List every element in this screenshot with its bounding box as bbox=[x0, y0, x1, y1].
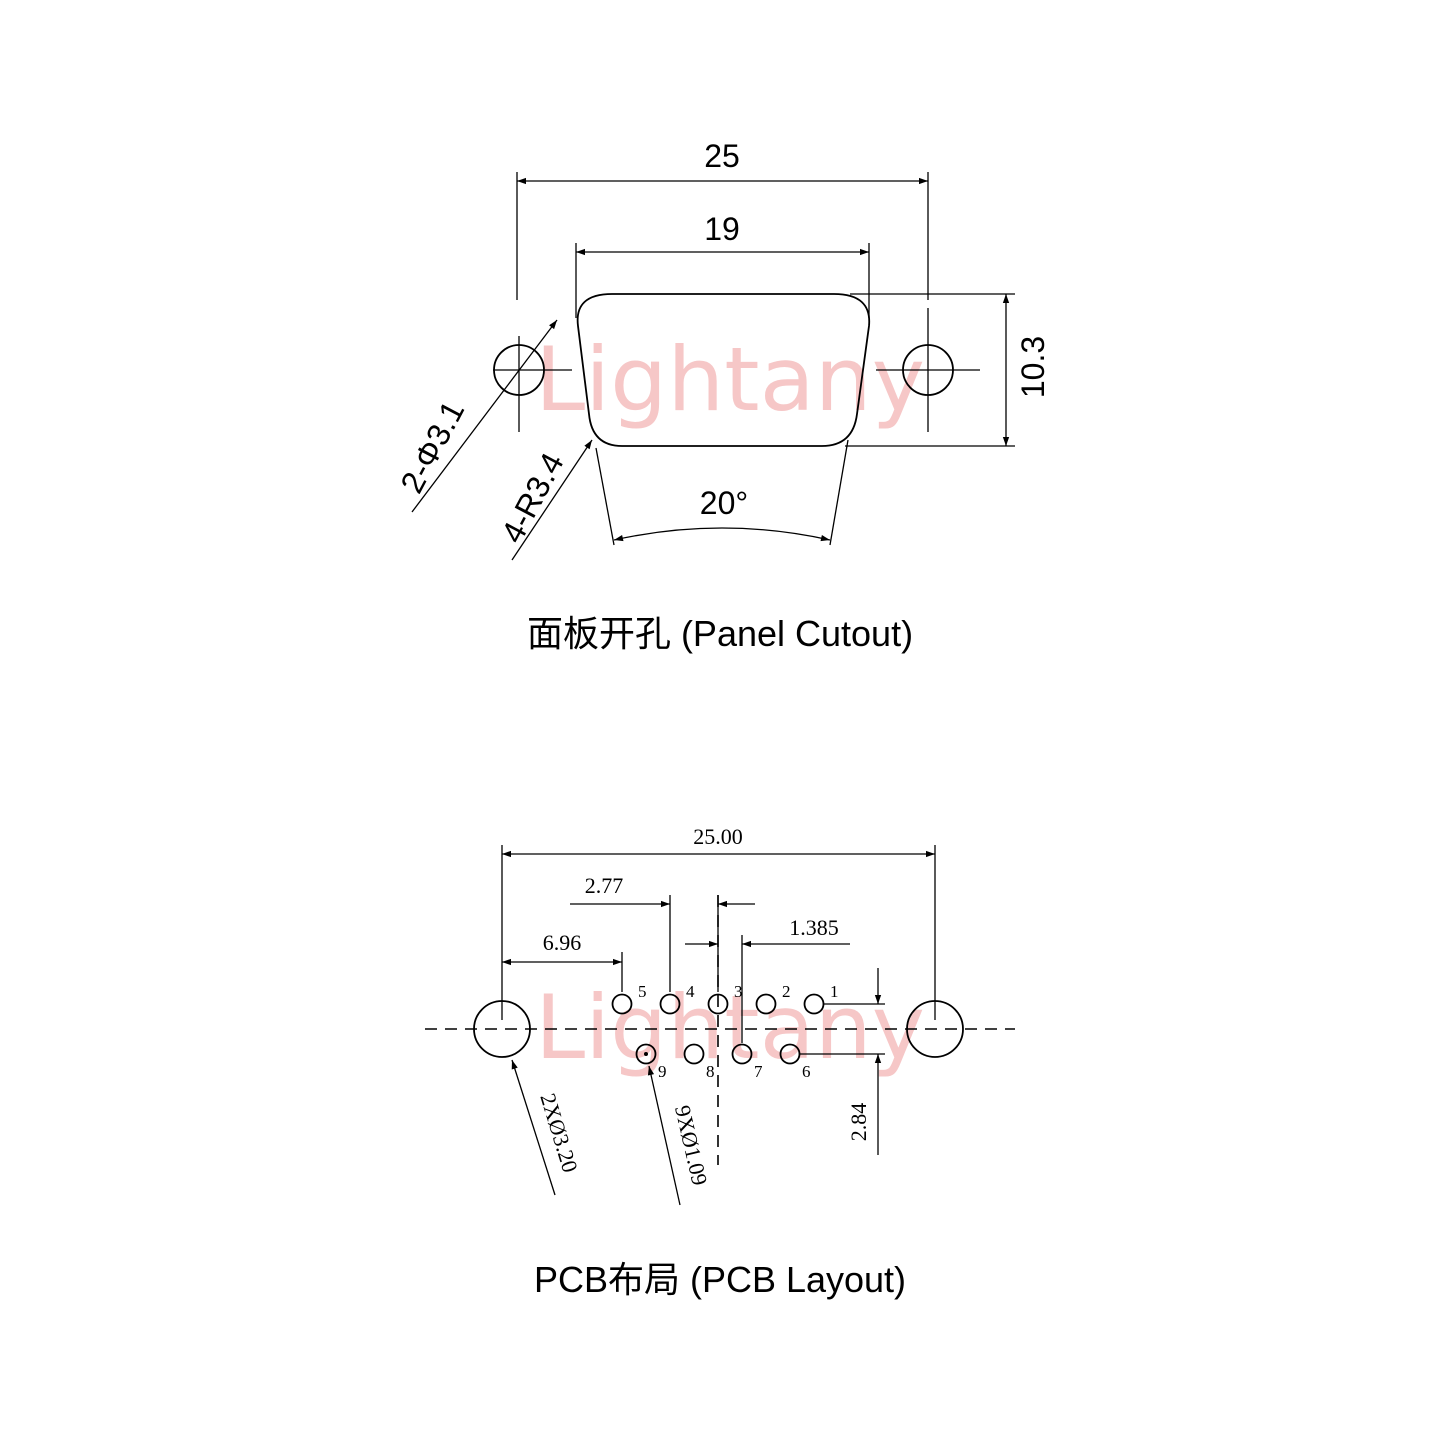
dim-panel-corner-radius: 4-R3.4 bbox=[494, 447, 571, 549]
pcb-layout-caption: PCB布局 (PCB Layout) bbox=[534, 1259, 906, 1300]
watermark-panel: Lightany bbox=[535, 328, 925, 431]
pin-8 bbox=[683, 1043, 705, 1065]
pin-label-3: 3 bbox=[734, 982, 743, 1001]
dim-panel-width-total: 25 bbox=[704, 138, 740, 174]
dim-pcb-edge-to-pin: 6.96 bbox=[543, 930, 582, 955]
pin-9 bbox=[635, 1043, 657, 1065]
dim-pcb-mount-spacing: 25.00 bbox=[693, 824, 743, 849]
pin-3 bbox=[707, 993, 729, 1015]
dim-pcb-half-pitch: 1.385 bbox=[789, 915, 839, 940]
pin-label-5: 5 bbox=[638, 982, 647, 1001]
pin-label-7: 7 bbox=[754, 1062, 763, 1081]
pin-1 bbox=[803, 993, 825, 1015]
dim-panel-width-shell: 19 bbox=[704, 211, 740, 247]
pin-label-6: 6 bbox=[802, 1062, 811, 1081]
pin-label-4: 4 bbox=[686, 982, 695, 1001]
dim-panel-height: 10.3 bbox=[1015, 336, 1051, 398]
pin-label-1: 1 bbox=[830, 982, 839, 1001]
pin-7 bbox=[731, 1043, 753, 1065]
pin-label-2: 2 bbox=[782, 982, 791, 1001]
pin-5 bbox=[611, 993, 633, 1015]
d-sub-cutout-outline bbox=[576, 293, 871, 447]
dim-pcb-pin-pitch: 2.77 bbox=[585, 873, 624, 898]
dim-pcb-mount-hole: 2XØ3.20 bbox=[535, 1090, 583, 1175]
watermark-pcb: Lightany bbox=[535, 976, 925, 1079]
pin-2 bbox=[755, 993, 777, 1015]
dim-panel-mount-hole: 2-Φ3.1 bbox=[393, 395, 471, 499]
pin-6 bbox=[779, 1043, 801, 1065]
pin-4 bbox=[659, 993, 681, 1015]
dim-panel-angle: 20° bbox=[700, 485, 748, 521]
dim-pcb-pin-hole: 9XØ1.09 bbox=[670, 1103, 713, 1188]
pin-label-9: 9 bbox=[658, 1062, 667, 1081]
pin-label-8: 8 bbox=[706, 1062, 715, 1081]
panel-cutout-caption: 面板开孔 (Panel Cutout) bbox=[527, 613, 913, 654]
dim-pcb-row-spacing: 2.84 bbox=[846, 1103, 871, 1142]
panel-cutout-view: 25 19 10.3 20° 2-Φ3.1 4-R3.4 面板开孔 (Panel… bbox=[393, 138, 1051, 654]
